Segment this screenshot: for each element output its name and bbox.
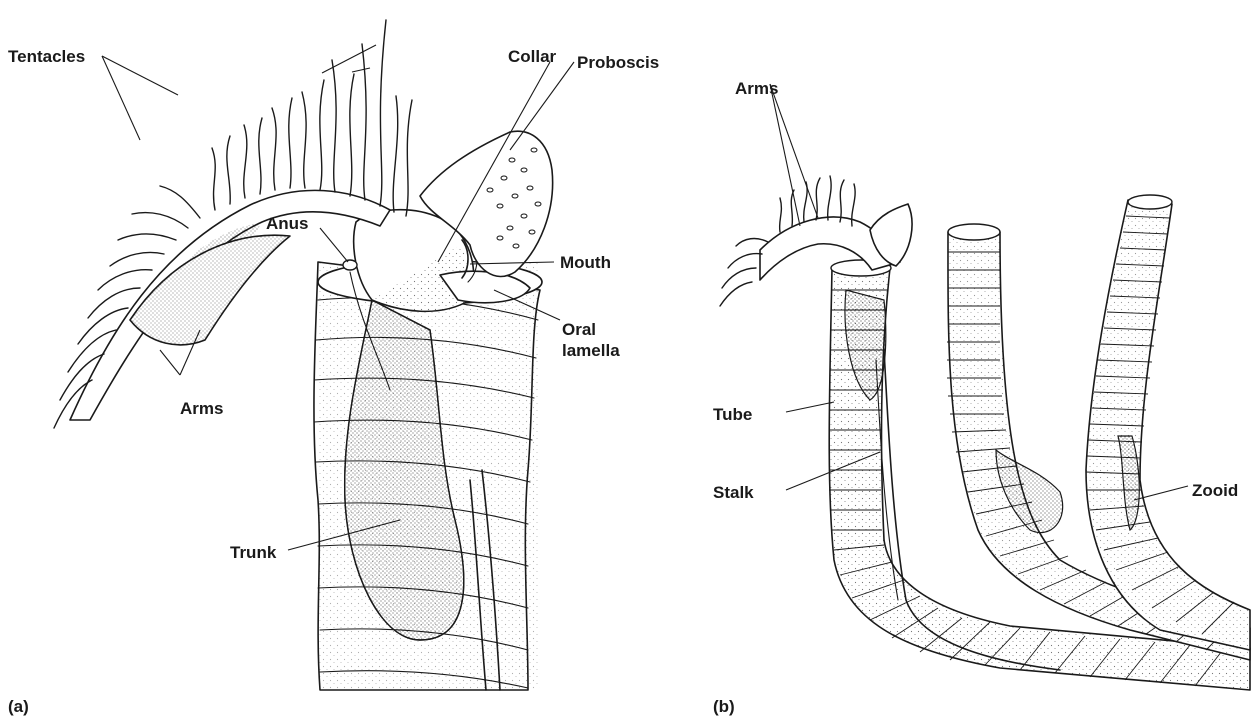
- label-oral: Oral: [562, 320, 596, 339]
- label-arms-b: Arms: [735, 79, 778, 98]
- label-trunk: Trunk: [230, 543, 277, 562]
- label-zooid: Zooid: [1192, 481, 1238, 500]
- caption-b: (b): [713, 697, 735, 716]
- tube-right: [1086, 195, 1250, 650]
- label-mouth: Mouth: [560, 253, 611, 272]
- label-lamella: lamella: [562, 341, 620, 360]
- panel-b: Arms Tube Stalk Zooid (b): [713, 79, 1250, 716]
- caption-a: (a): [8, 697, 29, 716]
- label-stalk: Stalk: [713, 483, 754, 502]
- label-proboscis: Proboscis: [577, 53, 659, 72]
- panel-a: Tentacles Collar Proboscis Anus Mouth Or…: [8, 20, 659, 716]
- label-tube: Tube: [713, 405, 752, 424]
- label-collar: Collar: [508, 47, 557, 66]
- label-arms-a: Arms: [180, 399, 223, 418]
- label-tentacles: Tentacles: [8, 47, 85, 66]
- anus-marker: [343, 260, 357, 270]
- label-anus: Anus: [266, 214, 309, 233]
